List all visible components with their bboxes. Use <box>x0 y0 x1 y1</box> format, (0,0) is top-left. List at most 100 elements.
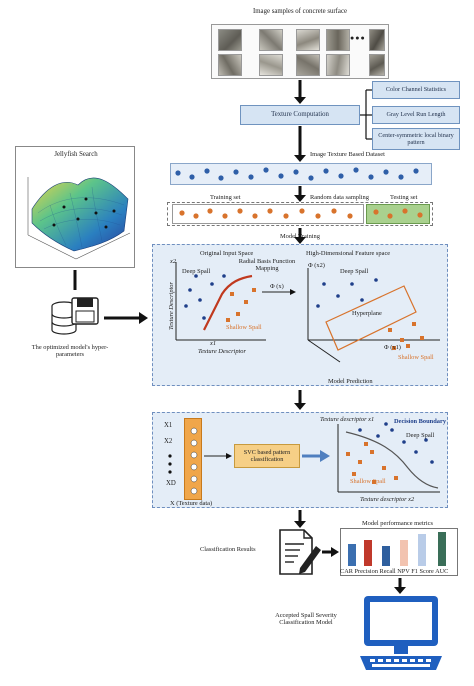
deep-point <box>184 304 188 308</box>
shallow-point <box>252 288 256 292</box>
training-point <box>193 213 199 219</box>
deep-point <box>222 274 226 278</box>
search-agent <box>52 223 56 227</box>
metric-bar-precision <box>364 540 372 566</box>
nonlinear-boundary <box>203 274 253 331</box>
shallow-point <box>400 338 404 342</box>
computer-icon <box>358 594 444 674</box>
metric-label-f1: F1 Score <box>411 568 434 575</box>
metric-label-precision: Precision <box>354 568 378 575</box>
data-point <box>413 168 419 174</box>
search-agent <box>112 209 116 213</box>
deep-spall-label: Deep Spall <box>182 268 211 275</box>
random-sampling-label: Random data sampling <box>310 194 369 201</box>
ellipsis: ●●● <box>350 34 366 42</box>
descriptor-x2-label: Texture descriptor x2 <box>360 496 415 503</box>
shallow-point <box>358 460 362 464</box>
deep-point <box>376 434 380 438</box>
xd-input: XD <box>166 480 176 487</box>
x2-label: x2 <box>170 258 177 265</box>
model-prediction-label: Model Prediction <box>328 378 373 385</box>
testing-point <box>402 208 408 214</box>
deep-point <box>202 316 206 320</box>
data-point <box>353 167 359 173</box>
testing-point <box>417 212 423 218</box>
shallow-point <box>372 480 376 484</box>
deep-point <box>374 278 378 282</box>
metrics-title: Model performance metrics <box>362 520 433 527</box>
document-pen-icon <box>276 528 322 576</box>
data-point <box>189 174 195 180</box>
concrete-sample-image <box>218 29 242 51</box>
deep-point <box>384 422 388 426</box>
testing-point <box>373 209 379 215</box>
shallow-point <box>370 450 374 454</box>
jellyfish-surface-plot <box>27 177 131 260</box>
deep-point <box>424 438 428 442</box>
texture-data-label: X (Texture data) <box>170 500 213 507</box>
deep-point <box>316 304 320 308</box>
shallow-point <box>382 466 386 470</box>
shallow-point <box>412 322 416 326</box>
concrete-sample-image <box>326 29 350 51</box>
shallow-point <box>392 346 396 350</box>
metric-bar-recall <box>382 546 390 566</box>
deep-point <box>198 298 202 302</box>
feature-box-gray-level: Gray Level Run Length <box>372 106 460 124</box>
deep-spall-label-pred: Deep Spall <box>406 432 435 439</box>
shallow-point <box>230 292 234 296</box>
database-icon <box>48 296 102 340</box>
data-point <box>398 174 404 180</box>
training-point <box>331 208 337 214</box>
deep-point <box>194 274 198 278</box>
shallow-spall-label: Shallow Spall <box>226 324 262 331</box>
data-point <box>218 175 224 181</box>
z-axis <box>307 339 341 363</box>
x1-input: X1 <box>164 422 173 429</box>
deep-point <box>430 460 434 464</box>
training-set-box <box>172 204 364 224</box>
shallow-point <box>420 336 424 340</box>
deep-point <box>402 440 406 444</box>
phi-x1-label: Φ (x1) <box>384 344 401 351</box>
classification-results-label: Classification Results <box>200 546 256 553</box>
shallow-point <box>406 344 410 348</box>
data-point <box>204 168 210 174</box>
deep-point <box>414 450 418 454</box>
search-agent <box>104 225 108 229</box>
shallow-point <box>388 328 392 332</box>
data-point <box>368 174 374 180</box>
shallow-point <box>226 318 230 322</box>
decision-boundary <box>345 431 439 489</box>
training-point <box>347 213 353 219</box>
training-point <box>315 213 321 219</box>
testing-set-label: Testing set <box>390 194 418 201</box>
model-training-panel <box>152 244 448 386</box>
jellyfish-title: Jellyfish Search <box>54 151 98 158</box>
dataset-title: Image Texture Based Dataset <box>310 151 385 158</box>
search-agent <box>76 217 80 221</box>
data-point <box>248 174 254 180</box>
training-point <box>222 213 228 219</box>
data-point <box>233 169 239 175</box>
deep-point <box>358 428 362 432</box>
feature-box-cslbp: Center-symmetric local binary pattern <box>372 128 460 150</box>
accepted-model-label: Accepted Spall Severity Classification M… <box>275 612 337 627</box>
x-axis-label: Texture Descriptor <box>198 348 246 355</box>
deep-point <box>350 282 354 286</box>
deep-point <box>390 428 394 432</box>
shallow-spall-label-pred: Shallow Spall <box>350 478 386 485</box>
deep-spall-label-right: Deep Spall <box>340 268 369 275</box>
high-dim-label: High-Dimensional Feature space <box>306 250 391 257</box>
metric-label-recall: Recall <box>379 568 396 575</box>
shallow-point <box>244 300 248 304</box>
metric-labels: CAR Precision Recall NPV F1 Score AUC <box>340 568 448 575</box>
training-set-label: Training set <box>210 194 241 201</box>
training-point <box>283 213 289 219</box>
texture-computation-box: Texture Computation <box>240 105 360 125</box>
testing-set-box <box>366 204 430 224</box>
